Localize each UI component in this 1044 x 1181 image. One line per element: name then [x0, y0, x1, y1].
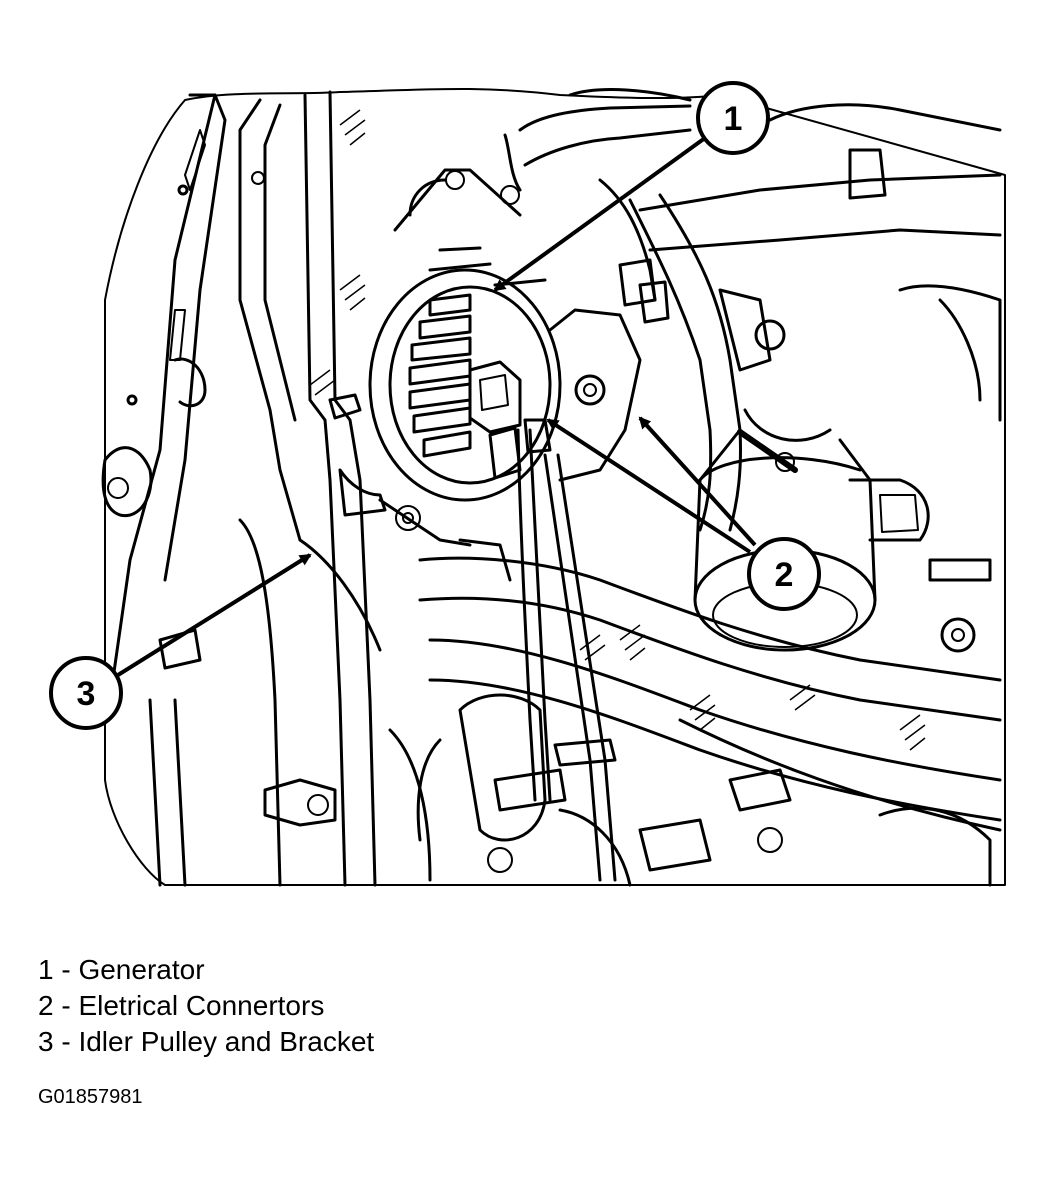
leader-arrow-2a	[546, 418, 752, 554]
line-drawing	[101, 87, 1006, 887]
callout-1: 1	[696, 81, 770, 155]
legend-item-idler-pulley: 3 - Idler Pulley and Bracket	[38, 1026, 375, 1057]
callout-2-number: 2	[775, 556, 794, 594]
figure-id: G01857981	[38, 1086, 143, 1108]
hatching	[309, 109, 926, 751]
callout-3: 3	[49, 656, 123, 730]
callout-1-number: 1	[724, 100, 743, 138]
legend: 1 - Generator 2 - Eletrical Connertors 3…	[38, 952, 374, 1060]
legend-item-electrical-connectors: 2 - Eletrical Connertors	[38, 990, 325, 1021]
engine-compartment-illustration: 1 2 3	[49, 81, 1006, 887]
legend-item-generator: 1 - Generator	[38, 954, 205, 985]
leader-arrow-1	[493, 136, 707, 292]
callout-3-number: 3	[77, 675, 96, 713]
leader-arrows	[116, 136, 757, 677]
leader-arrow-2b	[638, 416, 757, 547]
callout-2: 2	[747, 537, 821, 611]
leader-arrow-3	[116, 553, 312, 677]
